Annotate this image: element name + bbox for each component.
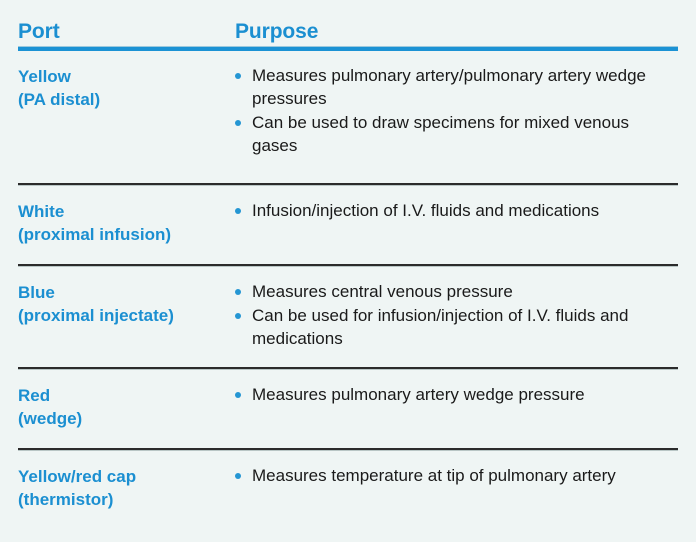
bullet-icon [235,392,241,398]
port-qualifier: (thermistor) [18,490,114,509]
bullet-icon [235,208,241,214]
bullet-icon [235,120,241,126]
list-item: Measures pulmonary artery wedge pressure [235,383,674,406]
purpose-text: Measures temperature at tip of pulmonary… [252,466,616,485]
purpose-cell: Measures central venous pressure Can be … [235,280,678,367]
purpose-list: Measures temperature at tip of pulmonary… [235,464,674,487]
list-item: Measures temperature at tip of pulmonary… [235,464,674,487]
column-header-purpose: Purpose [235,20,319,43]
purpose-text: Measures pulmonary artery/pulmonary arte… [252,66,647,108]
purpose-cell: Measures pulmonary artery/pulmonary arte… [235,64,678,183]
row-divider [18,448,678,451]
table-header-row: Port Purpose [0,0,696,46]
port-name: Yellow [18,67,71,86]
row-divider [18,367,678,370]
port-qualifier: (wedge) [18,409,83,428]
row-divider [18,183,678,186]
bullet-icon [235,313,241,319]
purpose-text: Measures pulmonary artery wedge pressure [252,385,585,404]
table-row: Yellow/red cap (thermistor) Measures tem… [0,451,696,528]
table-row: Yellow (PA distal) Measures pulmonary ar… [0,51,696,183]
purpose-text: Measures central venous pressure [252,282,513,301]
port-qualifier: (proximal infusion) [18,225,171,244]
list-item: Measures central venous pressure [235,280,674,303]
list-item: Infusion/injection of I.V. fluids and me… [235,199,674,222]
port-name: Red [18,386,51,405]
list-item: Can be used to draw specimens for mixed … [235,111,674,157]
bullet-icon [235,473,241,479]
purpose-cell: Measures temperature at tip of pulmonary… [235,464,678,528]
purpose-list: Measures central venous pressure Can be … [235,280,674,350]
bullet-icon [235,73,241,79]
port-label: White (proximal infusion) [18,199,235,264]
purpose-text: Infusion/injection of I.V. fluids and me… [252,201,600,220]
table-row: Red (wedge) Measures pulmonary artery we… [0,370,696,448]
purpose-list: Measures pulmonary artery/pulmonary arte… [235,64,674,157]
port-qualifier: (PA distal) [18,90,101,109]
purpose-list: Infusion/injection of I.V. fluids and me… [235,199,674,222]
row-divider [18,264,678,267]
purpose-text: Can be used for infusion/injection of I.… [252,306,629,348]
port-label: Yellow (PA distal) [18,64,235,183]
purpose-cell: Measures pulmonary artery wedge pressure [235,383,678,448]
table-row: Blue (proximal injectate) Measures centr… [0,267,696,367]
list-item: Measures pulmonary artery/pulmonary arte… [235,64,674,110]
purpose-list: Measures pulmonary artery wedge pressure [235,383,674,406]
list-item: Can be used for infusion/injection of I.… [235,304,674,350]
port-label: Blue (proximal injectate) [18,280,235,367]
port-name: Blue [18,283,55,302]
header-underline [18,46,678,51]
port-label: Yellow/red cap (thermistor) [18,464,235,528]
port-qualifier: (proximal injectate) [18,306,174,325]
table-row: White (proximal infusion) Infusion/injec… [0,186,696,264]
purpose-text: Can be used to draw specimens for mixed … [252,113,630,155]
column-header-port: Port [18,20,60,43]
purpose-cell: Infusion/injection of I.V. fluids and me… [235,199,678,264]
port-name: White [18,202,65,221]
port-label: Red (wedge) [18,383,235,448]
bullet-icon [235,289,241,295]
port-name: Yellow/red cap [18,467,137,486]
